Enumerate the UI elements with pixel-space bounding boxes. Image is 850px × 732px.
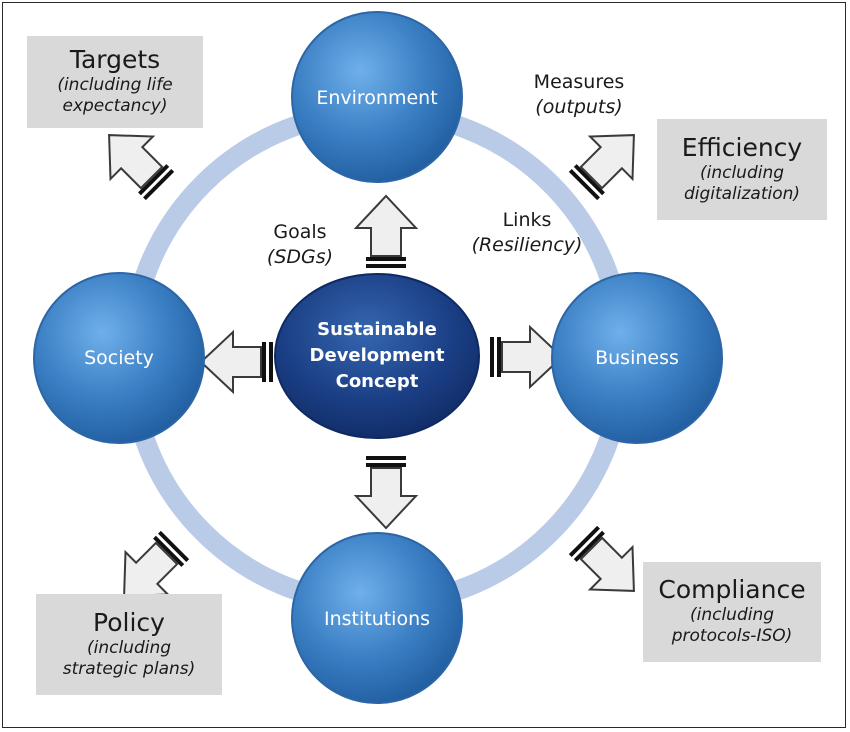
targets-sub2: expectancy) bbox=[62, 96, 168, 117]
measures-sub: (outputs) bbox=[535, 95, 623, 118]
center-label-line1: Sustainable bbox=[317, 318, 437, 340]
goals-label: Goals (SDGs) bbox=[255, 220, 345, 269]
policy-title: Policy bbox=[93, 607, 165, 637]
compliance-box: Compliance (including protocols-ISO) bbox=[643, 562, 821, 662]
links-label: Links (Resiliency) bbox=[462, 208, 592, 257]
policy-sub1: (including bbox=[86, 637, 172, 658]
efficiency-sub1: (including bbox=[699, 162, 785, 183]
policy-sub2: strategic plans) bbox=[62, 658, 196, 679]
measures-label: Measures (outputs) bbox=[520, 70, 638, 119]
targets-box: Targets (including life expectancy) bbox=[27, 36, 203, 128]
center-label-line2: Development bbox=[309, 344, 445, 366]
business-node bbox=[551, 272, 723, 444]
targets-sub1: (including life bbox=[57, 75, 173, 96]
arrow-to-compliance bbox=[560, 517, 657, 614]
society-node bbox=[33, 272, 205, 444]
links-sub: (Resiliency) bbox=[471, 233, 583, 256]
compliance-sub2: protocols-ISO) bbox=[671, 626, 793, 647]
efficiency-sub2: digitalization) bbox=[683, 183, 801, 204]
compliance-sub1: (including bbox=[689, 605, 775, 626]
society-label: Society bbox=[84, 347, 154, 369]
institutions-label: Institutions bbox=[323, 608, 431, 630]
links-title: Links bbox=[502, 209, 552, 231]
arrow-to-environment bbox=[355, 195, 417, 269]
institutions-node bbox=[291, 532, 463, 704]
policy-box: Policy (including strategic plans) bbox=[36, 594, 222, 695]
goals-sub: (SDGs) bbox=[266, 245, 334, 268]
environment-node bbox=[291, 11, 463, 183]
arrow-to-society bbox=[200, 331, 274, 393]
center-node bbox=[274, 273, 480, 439]
measures-title: Measures bbox=[533, 71, 625, 93]
targets-title: Targets bbox=[69, 45, 161, 75]
efficiency-box: Efficiency (including digitalization) bbox=[657, 119, 827, 220]
center-label: Sustainable Development Concept bbox=[287, 306, 467, 406]
efficiency-title: Efficiency bbox=[681, 132, 803, 162]
environment-label: Environment bbox=[316, 87, 438, 109]
business-label: Business bbox=[595, 347, 679, 369]
arrow-to-efficiency bbox=[560, 112, 657, 209]
goals-title: Goals bbox=[273, 221, 327, 243]
center-label-line3: Concept bbox=[335, 371, 419, 393]
arrow-to-institutions bbox=[355, 455, 417, 529]
compliance-title: Compliance bbox=[658, 575, 806, 605]
